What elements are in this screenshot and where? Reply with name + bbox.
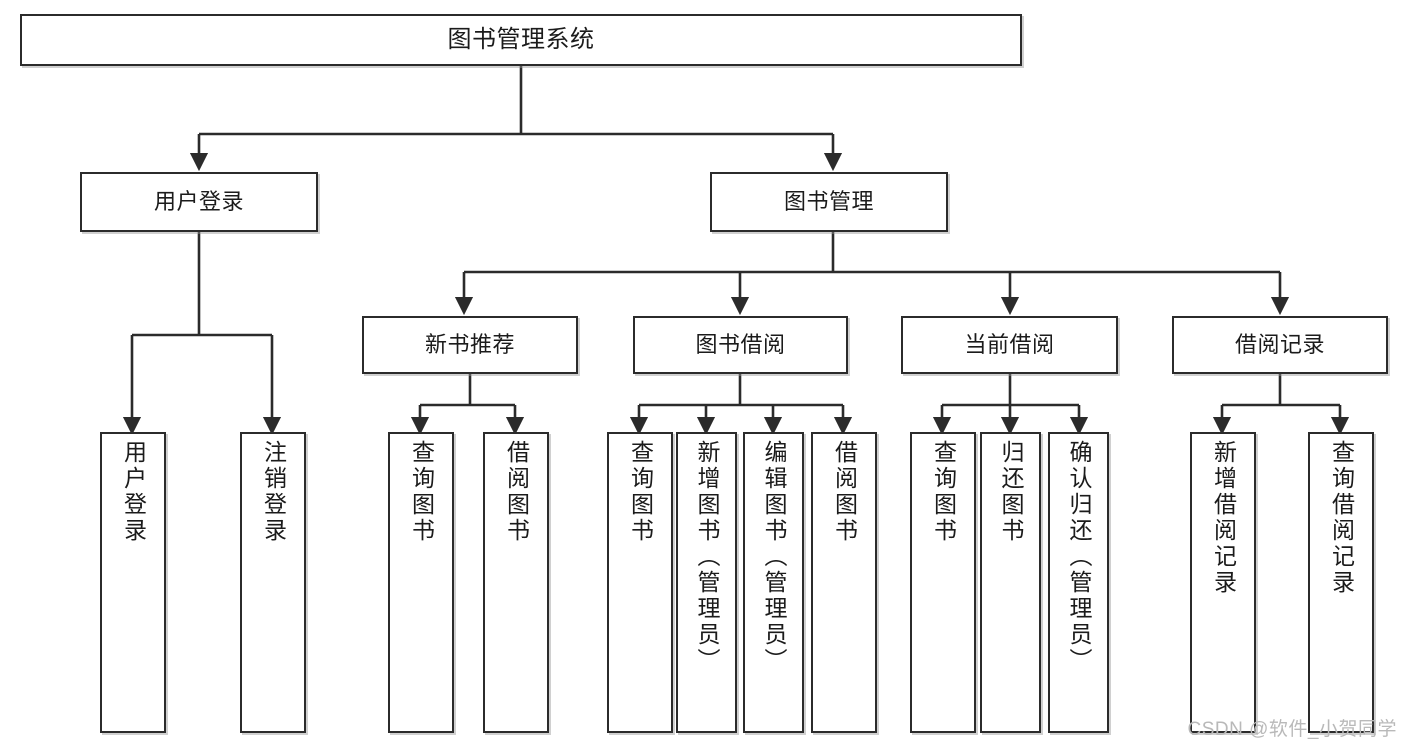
node-label: 查询图书 xyxy=(408,440,435,544)
node-label: 新增图书（管理员） xyxy=(694,440,720,674)
csdn-watermark: CSDN @软件_小贺同学 xyxy=(1187,719,1397,740)
node-label: 归还图书 xyxy=(998,440,1024,544)
node-label: 图书管理 xyxy=(783,189,874,215)
leaf-borrow-edit-book-admin[interactable]: 编辑图书（管理员） xyxy=(743,432,804,733)
node-current-borrow[interactable]: 当前借阅 xyxy=(901,316,1118,374)
node-label: 注销登录 xyxy=(260,440,287,544)
node-root-system[interactable]: 图书管理系统 xyxy=(20,14,1022,66)
node-label: 查询图书 xyxy=(627,440,654,544)
node-label: 确认归还（管理员） xyxy=(1066,440,1092,674)
node-label: 查询图书 xyxy=(930,440,957,544)
node-label: 用户登录 xyxy=(120,440,147,544)
node-book-borrow[interactable]: 图书借阅 xyxy=(633,316,848,374)
node-label: 当前借阅 xyxy=(964,332,1055,358)
leaf-recommend-query-book[interactable]: 查询图书 xyxy=(388,432,454,733)
node-label: 编辑图书（管理员） xyxy=(761,440,787,674)
node-label: 新增借阅记录 xyxy=(1210,440,1237,596)
leaf-recommend-borrow-book[interactable]: 借阅图书 xyxy=(483,432,549,733)
leaf-borrow-query-book[interactable]: 查询图书 xyxy=(607,432,673,733)
leaf-record-add-record[interactable]: 新增借阅记录 xyxy=(1190,432,1256,733)
node-label: 借阅记录 xyxy=(1234,332,1325,358)
node-label: 借阅图书 xyxy=(831,440,858,544)
leaf-record-query-record[interactable]: 查询借阅记录 xyxy=(1308,432,1374,733)
node-label: 图书管理系统 xyxy=(447,25,595,53)
node-label: 新书推荐 xyxy=(424,332,515,358)
leaf-current-query-book[interactable]: 查询图书 xyxy=(910,432,976,733)
node-book-management[interactable]: 图书管理 xyxy=(710,172,948,232)
node-label: 图书借阅 xyxy=(695,332,786,358)
leaf-borrow-borrow-book[interactable]: 借阅图书 xyxy=(811,432,877,733)
node-user-login[interactable]: 用户登录 xyxy=(80,172,318,232)
node-label: 用户登录 xyxy=(153,189,244,215)
leaf-current-confirm-return-admin[interactable]: 确认归还（管理员） xyxy=(1048,432,1109,733)
node-label: 借阅图书 xyxy=(503,440,530,544)
node-label: 查询借阅记录 xyxy=(1328,440,1355,596)
node-borrow-record[interactable]: 借阅记录 xyxy=(1172,316,1388,374)
leaf-user-login-signin[interactable]: 用户登录 xyxy=(100,432,166,733)
leaf-user-login-signout[interactable]: 注销登录 xyxy=(240,432,306,733)
leaf-current-return-book[interactable]: 归还图书 xyxy=(980,432,1041,733)
leaf-borrow-add-book-admin[interactable]: 新增图书（管理员） xyxy=(676,432,737,733)
node-new-book-recommend[interactable]: 新书推荐 xyxy=(362,316,578,374)
